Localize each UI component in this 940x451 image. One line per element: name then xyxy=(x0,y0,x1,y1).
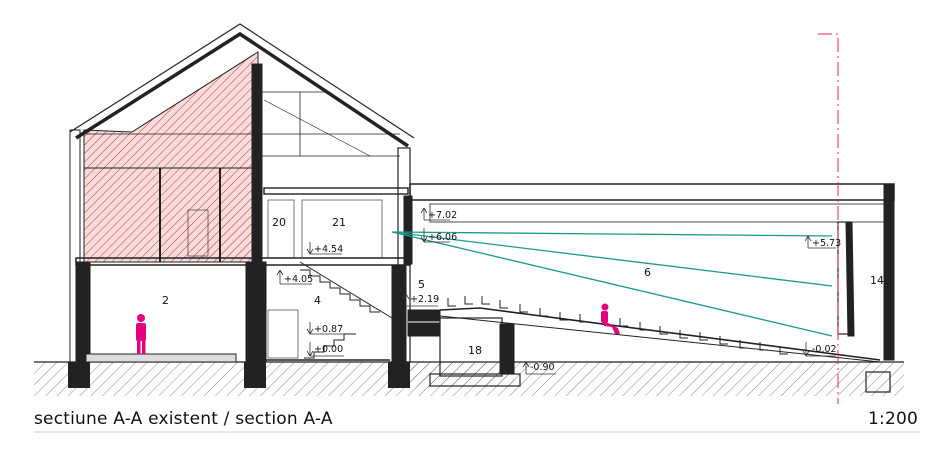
drawing-scale: 1:200 xyxy=(868,409,918,429)
ground xyxy=(34,361,904,396)
level-label: +0.00 xyxy=(314,344,343,355)
level-label: +7.02 xyxy=(428,210,457,221)
level-marker: +6.06 xyxy=(420,228,457,243)
room-label-5: 5 xyxy=(418,278,425,291)
drawing-title: sectiune A-A existent / section A-A xyxy=(34,409,333,429)
room-label-14: 14 xyxy=(870,274,884,287)
level-marker: +2.19 xyxy=(402,293,439,307)
demolition-area xyxy=(83,51,259,263)
level-label: +4.54 xyxy=(314,244,343,255)
level-marker: +0.00 xyxy=(306,342,344,357)
level-label: +4.05 xyxy=(284,274,313,285)
level-marker: -0.90 xyxy=(522,361,556,375)
human-figure-room-2 xyxy=(136,314,146,354)
room-label-20: 20 xyxy=(272,216,286,229)
staircase xyxy=(299,261,441,359)
room-labels: 2 4 5 6 14 18 20 21 xyxy=(162,216,884,357)
level-label: +2.19 xyxy=(410,294,439,305)
room-label-2: 2 xyxy=(162,294,169,307)
level-label: -0.02 xyxy=(812,344,837,355)
level-markers: +7.02 +6.06 +5.73 +4.54 +4.05 +2.19 xyxy=(276,207,841,375)
seat-rows xyxy=(447,296,788,355)
level-label: +0.87 xyxy=(314,324,343,335)
room-label-18: 18 xyxy=(468,344,482,357)
level-marker: +4.05 xyxy=(276,269,313,285)
level-marker: +0.87 xyxy=(306,322,344,335)
room-label-4: 4 xyxy=(314,294,321,307)
room-label-6: 6 xyxy=(644,266,651,279)
old-building-structure xyxy=(69,63,413,363)
level-marker: +7.02 xyxy=(420,207,457,221)
roof xyxy=(69,23,415,157)
human-figure-seated xyxy=(601,303,620,334)
level-label: +5.73 xyxy=(812,238,841,249)
level-label: +6.06 xyxy=(428,232,457,243)
foundations xyxy=(68,362,891,393)
level-label: -0.90 xyxy=(530,362,555,373)
level-marker: -0.02 xyxy=(802,342,837,357)
room-label-21: 21 xyxy=(332,216,346,229)
section-cut-line xyxy=(818,33,839,404)
auditorium xyxy=(409,183,895,377)
level-marker: +4.54 xyxy=(306,242,343,255)
sightlines xyxy=(391,231,833,337)
level-marker: +5.73 xyxy=(804,235,841,249)
